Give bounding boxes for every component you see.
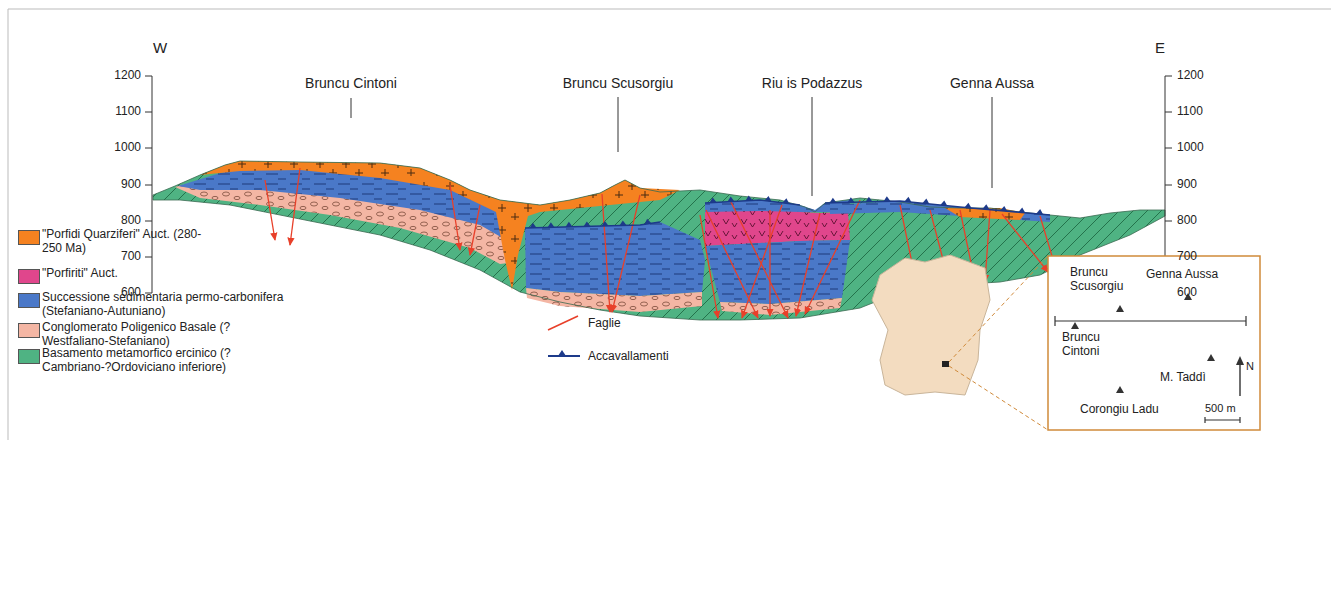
thrust-tooth bbox=[764, 196, 771, 201]
thrust-tooth bbox=[583, 221, 590, 226]
north-label: N bbox=[1246, 360, 1254, 373]
legend-swatch bbox=[18, 323, 40, 338]
place-name: Genna Aussa bbox=[950, 75, 1034, 91]
axis-number: 1200 bbox=[114, 69, 141, 83]
thrust-tooth bbox=[847, 197, 854, 202]
thrust-tooth bbox=[565, 222, 572, 227]
axis-number: 700 bbox=[121, 250, 141, 264]
thrust-tooth bbox=[940, 200, 947, 205]
axis-number: 800 bbox=[121, 214, 141, 228]
thrust-tooth bbox=[745, 196, 752, 201]
legend-swatch bbox=[18, 349, 40, 364]
legend-text: "Porfidi Quarziferi" Auct. (280-250 Ma) bbox=[42, 227, 217, 255]
legend-text: Faglie bbox=[588, 316, 788, 330]
axis-number: 900 bbox=[121, 178, 141, 192]
scale-label: 500 m bbox=[1205, 402, 1236, 415]
axis-number: 1200 bbox=[1177, 69, 1204, 83]
legend-swatch bbox=[18, 230, 40, 245]
legend-text: Conglomerato Poligenico Basale (?Westfal… bbox=[42, 320, 237, 348]
legend-text: Successione sedimentaria permo-carbonife… bbox=[42, 290, 302, 318]
thrust-tooth bbox=[601, 221, 608, 226]
thrust-tooth bbox=[782, 198, 789, 203]
axis-number: 1000 bbox=[114, 141, 141, 155]
map-place-name: Bruncu Scusorgiu bbox=[1070, 266, 1142, 294]
axis-number: 1100 bbox=[115, 105, 141, 119]
axis-number: 800 bbox=[1177, 214, 1197, 228]
place-name: Bruncu Scusorgiu bbox=[563, 75, 674, 91]
thrust-tooth bbox=[1018, 208, 1025, 213]
thrust-tooth bbox=[829, 198, 836, 203]
thrust-tooth bbox=[727, 197, 734, 202]
thrust-tooth bbox=[619, 220, 626, 225]
legend-text: "Porfiriti" Auct. bbox=[42, 266, 217, 280]
thrust-tooth bbox=[529, 223, 536, 228]
thrust-tooth bbox=[982, 204, 989, 209]
legend-text: Accavallamenti bbox=[588, 349, 788, 363]
place-name: Riu is Podazzus bbox=[762, 75, 862, 91]
thrust-tooth bbox=[709, 198, 716, 203]
axis-number: 700 bbox=[1177, 250, 1197, 264]
legend-swatch bbox=[18, 293, 40, 308]
thrust-tooth bbox=[865, 197, 872, 202]
axis-number: 1000 bbox=[1177, 141, 1204, 155]
thrust-tooth bbox=[883, 196, 890, 201]
thrust-tooth bbox=[904, 197, 911, 202]
axis-number: 600 bbox=[1177, 286, 1197, 300]
axis-number: 1100 bbox=[1177, 105, 1203, 119]
map-place-name: Genna Aussa bbox=[1146, 268, 1218, 282]
direction-label: E bbox=[1155, 39, 1165, 56]
map-place-name: M. Taddì bbox=[1160, 371, 1206, 385]
thrust-tooth bbox=[644, 219, 651, 224]
direction-label: W bbox=[153, 39, 167, 56]
place-name: Bruncu Cintoni bbox=[305, 75, 397, 91]
legend-text: Basamento metamorfico ercinico (?Cambria… bbox=[42, 346, 257, 374]
thrust-tooth bbox=[547, 222, 554, 227]
thrust-tooth bbox=[964, 203, 971, 208]
map-place-name: Corongiu Ladu bbox=[1080, 403, 1159, 417]
axis-number: 900 bbox=[1177, 178, 1197, 192]
thrust-tooth bbox=[922, 199, 929, 204]
thrust-tooth bbox=[1036, 209, 1043, 214]
thrust-tooth bbox=[1000, 206, 1007, 211]
map-place-name: Bruncu Cintoni bbox=[1062, 331, 1134, 359]
legend-swatch bbox=[18, 269, 40, 284]
